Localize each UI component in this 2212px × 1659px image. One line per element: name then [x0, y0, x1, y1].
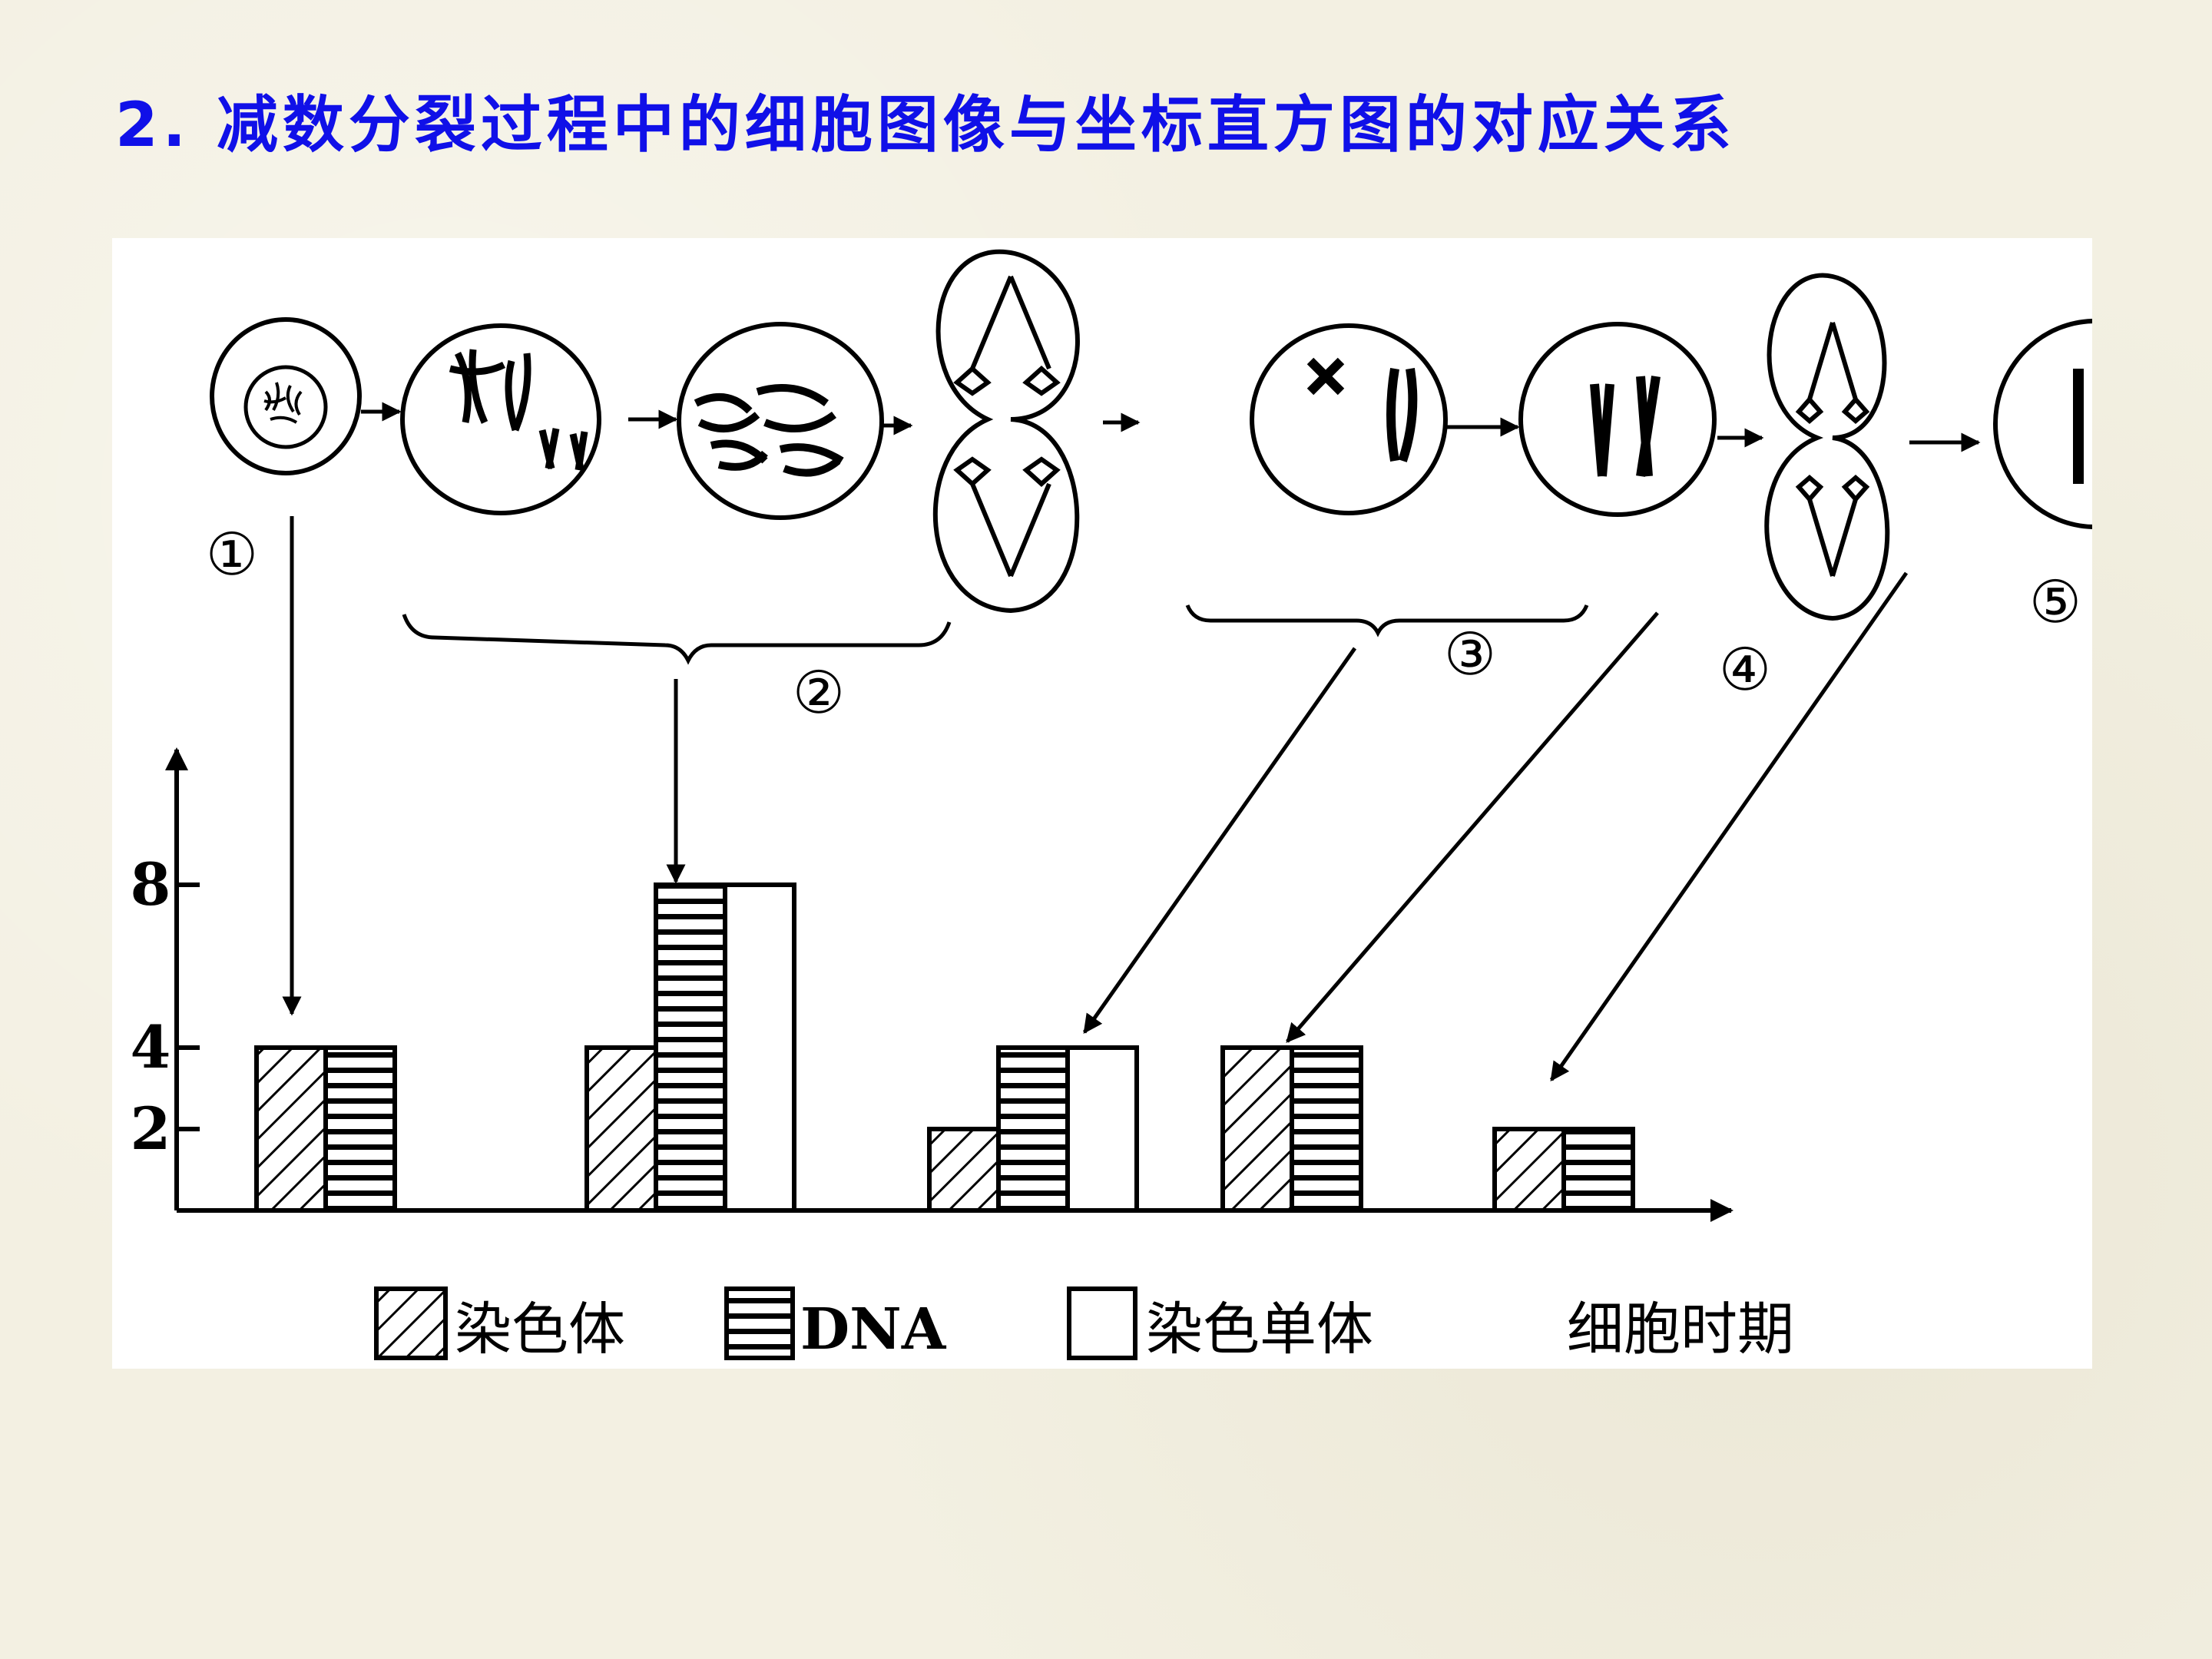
bar-stage5-series2: [1561, 1127, 1635, 1213]
bar-stage2-series2: [654, 882, 727, 1213]
cell-5-telophase-ii: [1993, 319, 2092, 529]
y-tick-label-2: 2: [131, 1094, 171, 1163]
legend-label-chromosome: 染色体: [455, 1296, 625, 1363]
brace-stage-2: [402, 614, 952, 665]
slide-title: 2. 减数分裂过程中的细胞图像与坐标直方图的对应关系: [115, 89, 1736, 161]
legend-label-chromatid: 染色单体: [1146, 1296, 1373, 1363]
bar-stage3-series1: [927, 1127, 1001, 1213]
bar-stage4-series2: [1290, 1045, 1363, 1213]
legend: 染色体 DNA 染色单体 细胞时期: [374, 1286, 1794, 1363]
cell-3b-metaphase-ii: [1518, 322, 1717, 517]
bar-stage3-series3: [1065, 1045, 1139, 1213]
connector-4: [1286, 611, 1659, 1043]
brace-stage-3: [1185, 604, 1589, 637]
bar-stage1-series1: [254, 1045, 328, 1213]
bar-stage2-series1: [584, 1045, 658, 1213]
legend-swatch-dna: [724, 1286, 795, 1360]
legend-swatch-chromatid: [1067, 1286, 1137, 1360]
diagram-panel: ① ② ③ ④ ⑤ 8 4 2 染色体 DNA 染色单体 细胞时期: [112, 238, 2092, 1369]
stage-label-5: ⑤: [2029, 568, 2081, 636]
cell-4-anaphase-ii: [1764, 273, 1890, 621]
stage-label-2: ②: [793, 658, 845, 727]
legend-label-dna: DNA: [800, 1296, 947, 1363]
connector-3: [1082, 647, 1357, 1035]
bar-stage1-series2: [323, 1045, 397, 1213]
cell-2b-metaphase-i: [677, 322, 884, 520]
bar-stage2-series3: [723, 882, 796, 1213]
x-axis-label: 细胞时期: [1567, 1296, 1794, 1363]
cell-2c-anaphase-i: [932, 249, 1080, 614]
y-tick-label-8: 8: [131, 850, 171, 919]
legend-swatch-chromosome: [374, 1286, 448, 1360]
cell-1-interphase: [210, 317, 362, 475]
bar-stage3-series2: [996, 1045, 1070, 1213]
meiosis-diagram: ① ② ③ ④ ⑤ 8 4 2 染色体 DNA 染色单体 细胞时期: [131, 249, 2092, 1363]
cell-3a-prophase-ii: [1250, 323, 1448, 515]
stage-label-4: ④: [1719, 635, 1771, 704]
bar-stage5-series1: [1492, 1127, 1566, 1213]
y-tick-label-4: 4: [131, 1013, 171, 1081]
bar-stage4-series1: [1220, 1045, 1294, 1213]
stage-label-3: ③: [1444, 620, 1496, 688]
connector-5: [1549, 571, 1909, 1082]
stage-label-1: ①: [206, 520, 258, 588]
cell-2a-prophase-i: [400, 323, 601, 515]
bar-chart: 8 4 2: [131, 747, 1734, 1222]
